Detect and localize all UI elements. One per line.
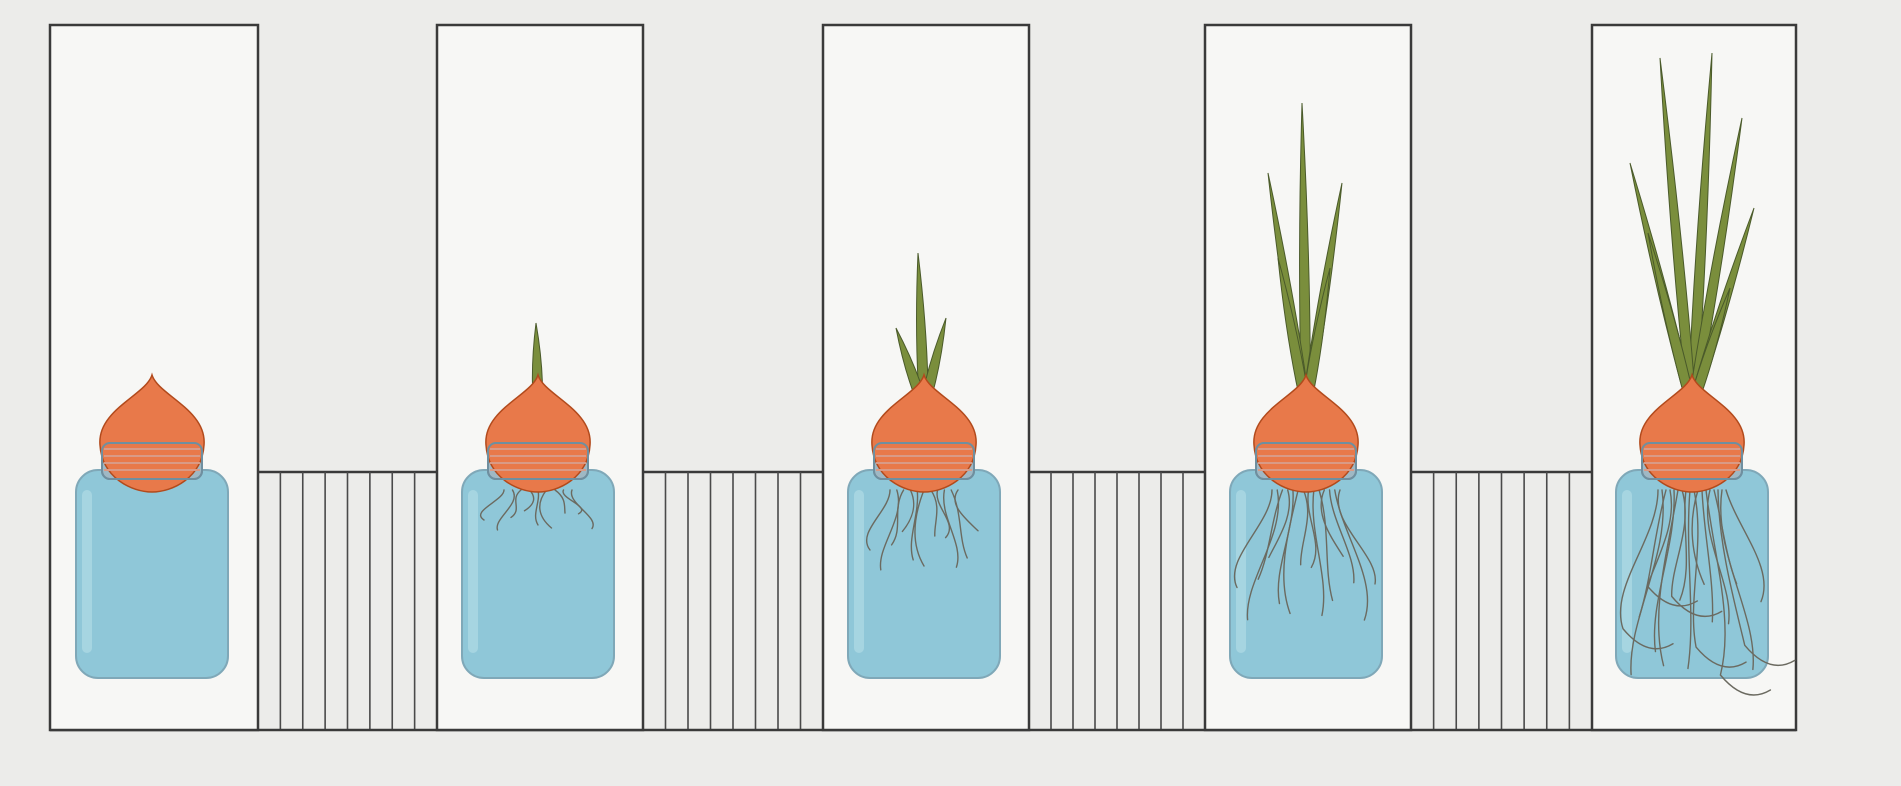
stage-2-panel (437, 25, 643, 730)
water-jar (848, 470, 1000, 678)
slat-gap (643, 472, 823, 730)
stage-3-panel (823, 25, 1029, 730)
slat-gap (258, 472, 437, 730)
water-jar (76, 470, 228, 678)
stage-1-panel (50, 25, 258, 730)
slat-gap (1029, 472, 1205, 730)
stage-panels (50, 25, 1796, 730)
jar-highlight (1236, 490, 1246, 653)
water-jar (1230, 470, 1382, 678)
slat-gap (1411, 472, 1592, 730)
stage-5-panel (1592, 25, 1796, 730)
jar-highlight (82, 490, 92, 653)
jar-highlight (468, 490, 478, 653)
jar-highlight (854, 490, 864, 653)
stage-4-panel (1205, 25, 1411, 730)
